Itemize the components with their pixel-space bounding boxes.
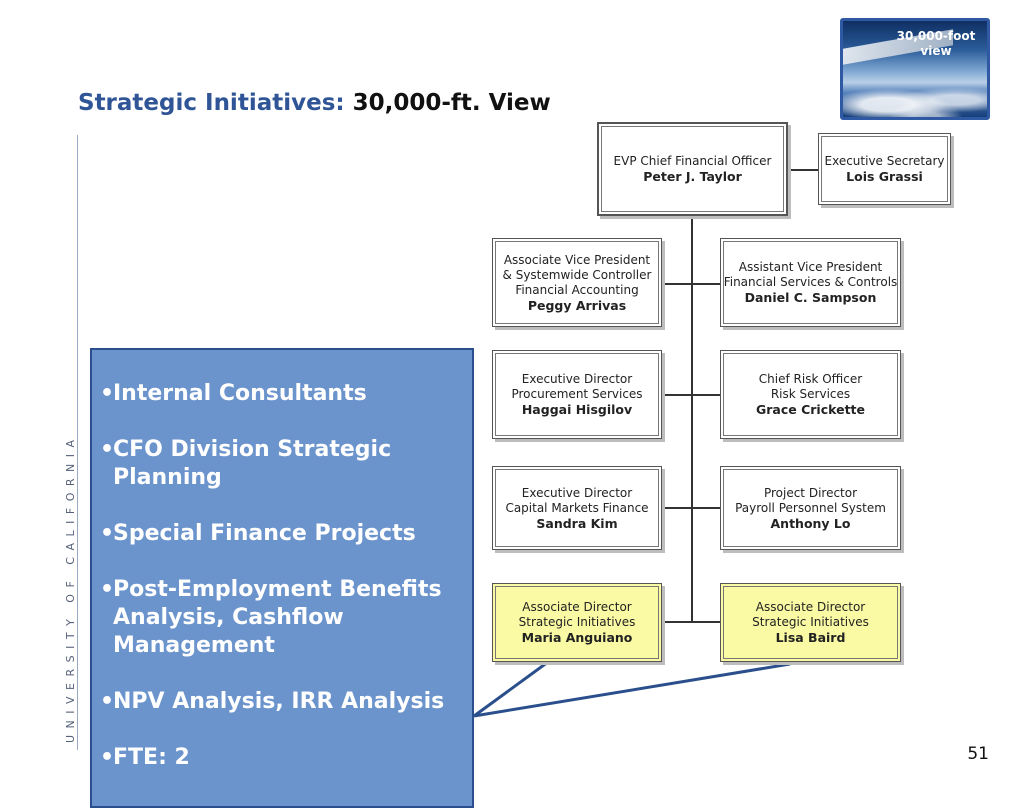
org-role: Risk Services (770, 387, 851, 401)
org-role: Assistant Vice President (738, 260, 883, 274)
org-box-capital-markets: Executive Director Capital Markets Finan… (492, 466, 662, 550)
org-role: Chief Risk Officer (758, 372, 863, 386)
margin-divider (77, 135, 78, 750)
org-name: Peggy Arrivas (527, 297, 627, 313)
sky-view-badge: 30,000-foot view (840, 18, 990, 120)
slide-title: Strategic Initiatives: 30,000-ft. View (78, 90, 551, 116)
org-role: Strategic Initiatives (752, 615, 869, 629)
bullet-icon: • (100, 577, 115, 602)
bullet-item: •Post-Employment Benefits Analysis, Cash… (100, 577, 442, 658)
org-name: Haggai Hisgilov (521, 402, 633, 417)
org-connector-row2 (662, 394, 720, 396)
pointer-line-lisa (473, 662, 791, 718)
university-wordmark: UNIVERSITY OF CALIFORNIA (64, 433, 77, 744)
org-role: Financial Accounting (515, 282, 639, 297)
org-role: Executive Director (521, 485, 633, 500)
org-role: Associate Director (522, 600, 632, 614)
org-name: Grace Crickette (755, 402, 865, 417)
org-role: Procurement Services (511, 387, 643, 401)
org-name: Daniel C. Sampson (744, 290, 877, 305)
org-trunk-line (691, 216, 693, 623)
org-box-cfo: EVP Chief Financial Officer Peter J. Tay… (597, 122, 788, 216)
org-connector-row4 (662, 621, 720, 623)
bullet-item: •Internal Consultants (100, 381, 367, 406)
title-part-1: Strategic Initiatives: (78, 90, 345, 116)
org-name: Peter J. Taylor (643, 169, 742, 184)
org-role: Executive Secretary (824, 154, 945, 168)
org-role: Financial Services & Controls (723, 275, 898, 289)
org-role: Strategic Initiatives (518, 615, 636, 629)
org-role: Associate Vice President (503, 252, 651, 267)
bullet-item: •NPV Analysis, IRR Analysis (100, 689, 445, 714)
org-name: Lois Grassi (846, 169, 923, 184)
bullet-icon: • (100, 381, 115, 406)
bullet-item: •FTE: 2 (100, 745, 190, 770)
org-connector-row1 (662, 283, 720, 285)
org-box-strategic-maria: Associate Director Strategic Initiatives… (492, 583, 662, 662)
org-name: Lisa Baird (775, 630, 846, 645)
bullet-list: •Internal Consultants •CFO Division Stra… (100, 380, 470, 800)
badge-label: 30,000-foot view (896, 29, 976, 58)
org-role: Executive Director (521, 372, 633, 386)
bullet-icon: • (100, 745, 115, 770)
bullet-item: •CFO Division Strategic Planning (100, 437, 392, 490)
org-connector-secretary (788, 169, 818, 171)
initiatives-panel: •Internal Consultants •CFO Division Stra… (90, 348, 474, 808)
org-name: Anthony Lo (770, 515, 851, 531)
org-role: Capital Markets Finance (505, 500, 649, 515)
org-role: Project Director (763, 485, 858, 500)
bullet-icon: • (100, 689, 115, 714)
org-box-payroll: Project Director Payroll Personnel Syste… (720, 466, 901, 550)
org-box-strategic-lisa: Associate Director Strategic Initiatives… (720, 583, 901, 662)
bullet-icon: • (100, 437, 115, 462)
org-role: Associate Director (755, 600, 866, 614)
bullet-item: •Special Finance Projects (100, 521, 416, 546)
org-box-procurement: Executive Director Procurement Services … (492, 350, 662, 439)
org-box-controller: Associate Vice President & Systemwide Co… (492, 238, 662, 327)
title-part-2: 30,000-ft. View (352, 90, 551, 116)
org-box-secretary: Executive Secretary Lois Grassi (818, 133, 951, 205)
org-role: & Systemwide Controller (502, 267, 652, 282)
pointer-line-maria (473, 660, 549, 718)
bullet-icon: • (100, 521, 115, 546)
org-name: Sandra Kim (536, 515, 618, 531)
org-connector-row3 (662, 507, 720, 509)
org-role: Payroll Personnel System (735, 500, 886, 515)
org-box-financial-services: Assistant Vice President Financial Servi… (720, 238, 901, 327)
org-box-risk-services: Chief Risk Officer Risk Services Grace C… (720, 350, 901, 439)
page-number: 51 (967, 744, 989, 764)
org-role: EVP Chief Financial Officer (613, 154, 772, 168)
org-name: Maria Anguiano (521, 630, 633, 645)
clouds-image (843, 77, 987, 117)
